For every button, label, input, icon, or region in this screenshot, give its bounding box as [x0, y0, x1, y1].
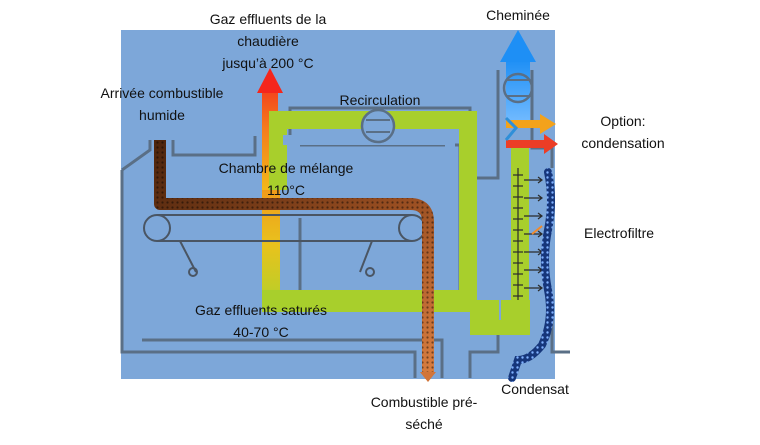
chimney-label: Cheminée	[486, 7, 550, 23]
condensate-label: Condensat	[501, 381, 569, 397]
wet-fuel-label-line1: Arrivée combustible	[100, 85, 224, 101]
flue-gas-inlet-label-line1: Gaz effluents de la	[209, 11, 327, 27]
dried-fuel-label-line1: Combustible pré-	[370, 394, 478, 410]
conveyor-belt	[143, 214, 426, 277]
wet-fuel-label-line2: humide	[139, 107, 185, 123]
housing-walls	[120, 70, 570, 378]
recirculation-label: Recirculation	[339, 92, 421, 108]
dried-fuel-label-line2: séché	[405, 416, 443, 432]
option-label-line1: Option:	[600, 113, 646, 129]
chimney-fan	[500, 30, 536, 120]
condensate-stream	[508, 168, 555, 382]
option-label-line2: condensation	[581, 135, 665, 151]
flue-gas-inlet-label-line2: chaudière	[237, 33, 299, 49]
fuel-path	[154, 140, 436, 382]
saturated-gas-label-line2: 40-70 °C	[233, 324, 289, 340]
electrofilter	[513, 168, 543, 300]
flue-gas-inlet-label-line3: jusqu’à 200 °C	[222, 55, 314, 71]
condensation-option-arrows	[504, 114, 558, 154]
mixing-chamber-label-line2: 110°C	[266, 182, 306, 198]
recirculation-fan	[360, 108, 396, 144]
mixing-chamber-label-line1: Chambre de mélange	[218, 160, 354, 176]
electrofilter-label: Electrofiltre	[584, 225, 655, 241]
saturated-gas-label-line1: Gaz effluents saturés	[194, 302, 328, 318]
